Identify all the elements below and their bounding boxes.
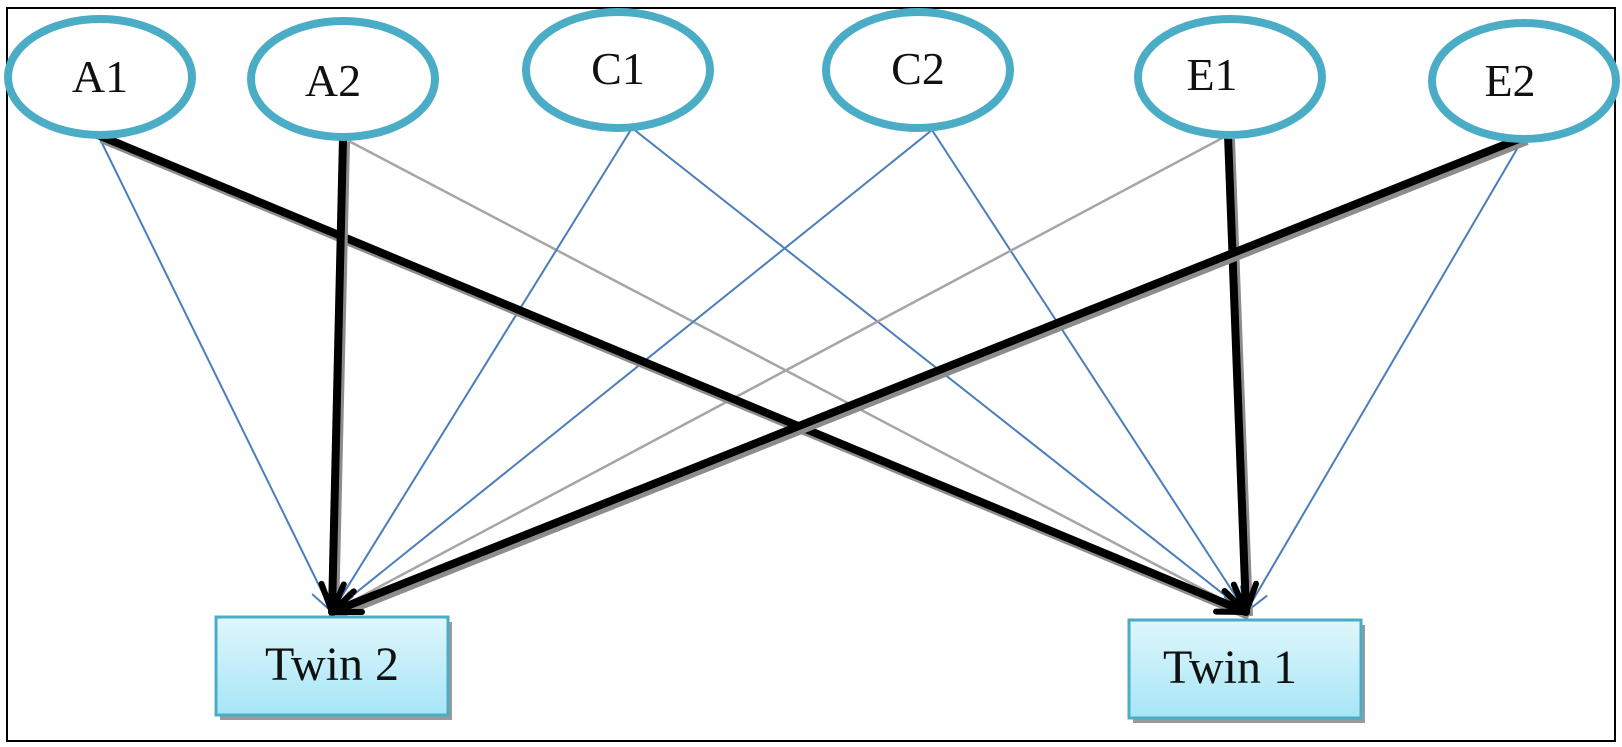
factor-E2: E2 — [1428, 19, 1620, 143]
twin1-label: Twin 1 — [1163, 641, 1297, 694]
factor-C2-label: C2 — [891, 43, 945, 94]
path-line — [331, 129, 933, 613]
path-line — [331, 127, 633, 613]
factor-A2-ellipse — [247, 17, 439, 141]
factor-E1: E1 — [1134, 15, 1326, 139]
path-arrows — [94, 127, 1529, 620]
path-E2-to-twin2 — [328, 133, 1529, 620]
path-E1-to-twin1 — [1224, 131, 1260, 617]
path-C1-to-twin2 — [331, 127, 633, 613]
path-line — [328, 134, 347, 616]
factor-C2-ellipse — [822, 8, 1014, 132]
arrowhead — [1230, 581, 1249, 615]
path-line — [1224, 131, 1250, 616]
diagram-frame — [6, 7, 1616, 742]
path-E1-to-twin2 — [330, 133, 1230, 614]
factor-E1-label: E1 — [1186, 49, 1237, 100]
factor-C1: C1 — [522, 8, 714, 132]
path-A1-to-twin1 — [94, 131, 1251, 620]
observed-twin2: Twin 2 — [214, 615, 452, 720]
factor-A2: A2 — [247, 17, 439, 141]
path-shadow — [333, 137, 1529, 620]
factor-A1-label: A1 — [72, 51, 128, 102]
arrowhead — [1243, 580, 1260, 615]
path-line — [1245, 136, 1525, 613]
twin1-box — [1127, 618, 1363, 720]
path-line — [330, 133, 1230, 614]
factor-E2-ellipse — [1428, 19, 1620, 143]
path-line — [97, 134, 333, 613]
path-A2-to-twin2 — [318, 134, 350, 617]
path-line — [931, 129, 1247, 613]
factor-C1-label: C1 — [591, 43, 645, 94]
factor-C1-ellipse — [522, 8, 714, 132]
twin2-label: Twin 2 — [265, 638, 399, 691]
factor-E1-ellipse — [1134, 15, 1326, 139]
factor-C2: C2 — [822, 8, 1014, 132]
arrowhead — [329, 588, 357, 615]
factor-A1-ellipse — [4, 15, 196, 139]
path-C2-to-twin1 — [931, 129, 1247, 613]
factor-E2-label: E2 — [1484, 55, 1535, 106]
observed-twin1: Twin 1 — [1127, 618, 1365, 723]
factor-A1: A1 — [4, 15, 196, 139]
path-E2-to-twin1 — [1245, 136, 1525, 613]
path-line — [94, 131, 1250, 616]
path-A1-to-twin2 — [97, 134, 333, 613]
path-line — [328, 133, 1528, 616]
path-C2-to-twin2 — [331, 129, 933, 613]
twin2-box — [214, 615, 450, 717]
path-line — [341, 136, 1248, 614]
arrowhead — [318, 580, 335, 615]
factor-A2-label: A2 — [305, 55, 361, 106]
